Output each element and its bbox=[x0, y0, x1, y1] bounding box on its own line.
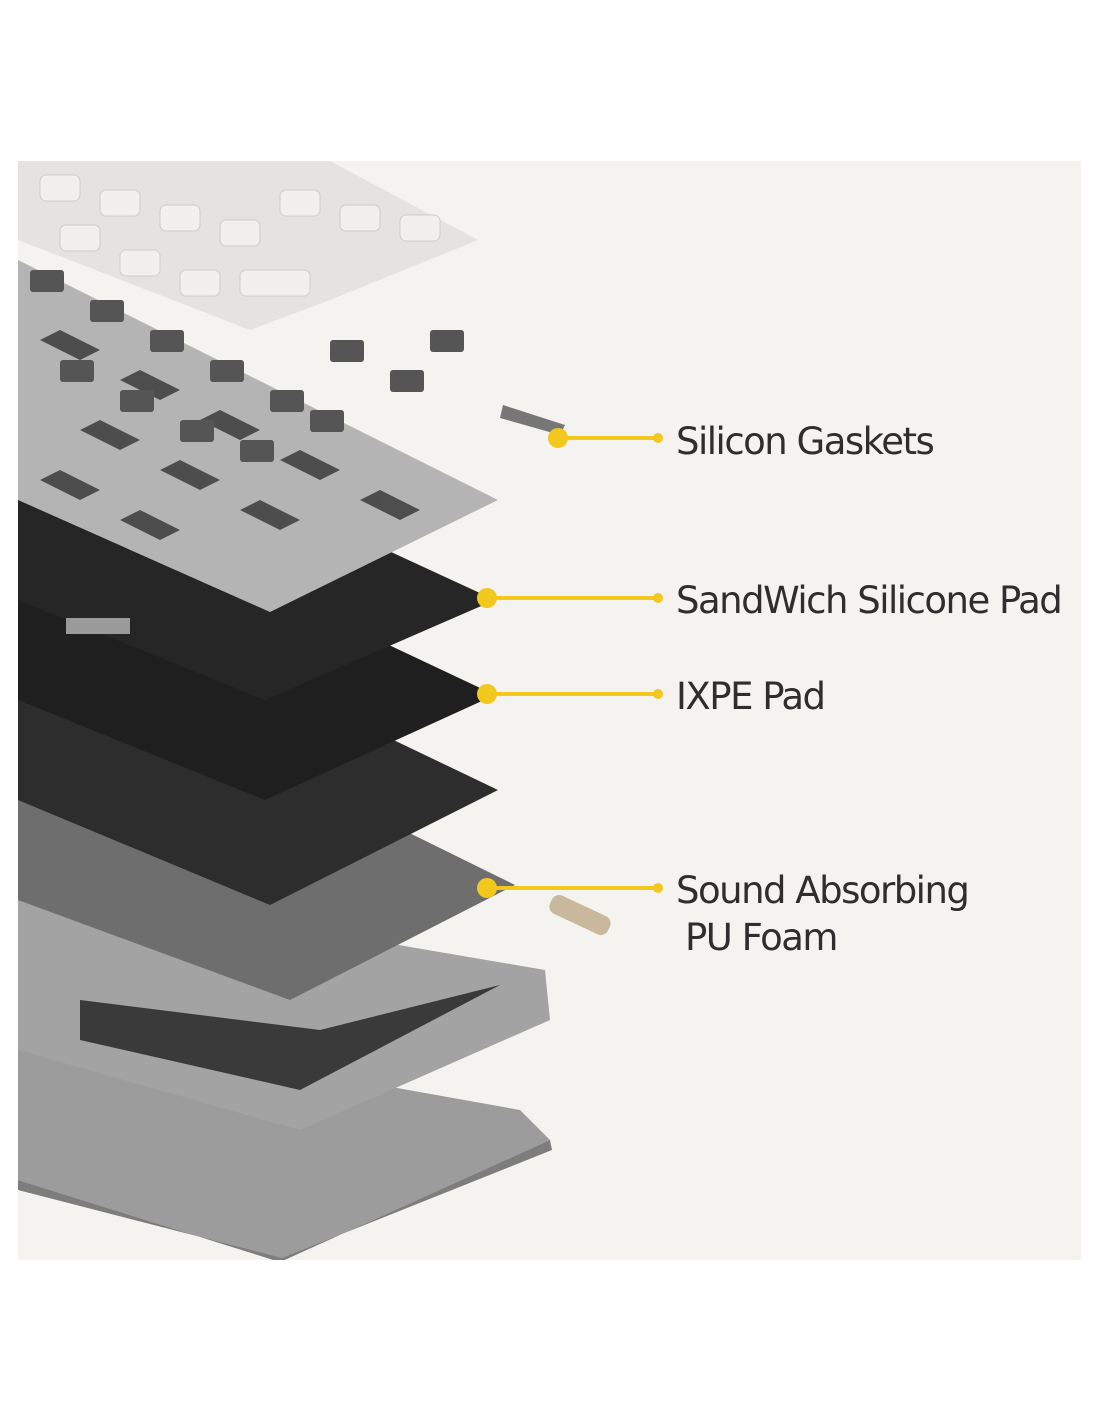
callout-lines bbox=[477, 428, 663, 898]
keycaps bbox=[39, 174, 441, 297]
callout-pu-foam: PU Foam bbox=[685, 916, 838, 959]
plate-cutouts bbox=[40, 330, 420, 540]
exploded-keyboard-illustration bbox=[18, 161, 1081, 1260]
callout-ixpe-pad: IXPE Pad bbox=[676, 675, 826, 718]
switches-layer bbox=[30, 270, 464, 462]
pu-foam-part bbox=[549, 895, 611, 935]
callout-silicon-gaskets: Silicon Gaskets bbox=[676, 420, 935, 463]
callout-sound-absorbing: Sound Absorbing bbox=[676, 869, 970, 912]
callout-sandwich-silicone-pad: SandWich Silicone Pad bbox=[676, 579, 1063, 622]
silicon-gasket-part bbox=[500, 405, 565, 435]
connector-part bbox=[66, 618, 130, 634]
keyboard-layers-drawing bbox=[18, 161, 663, 1260]
case-frame-inner bbox=[80, 985, 500, 1090]
